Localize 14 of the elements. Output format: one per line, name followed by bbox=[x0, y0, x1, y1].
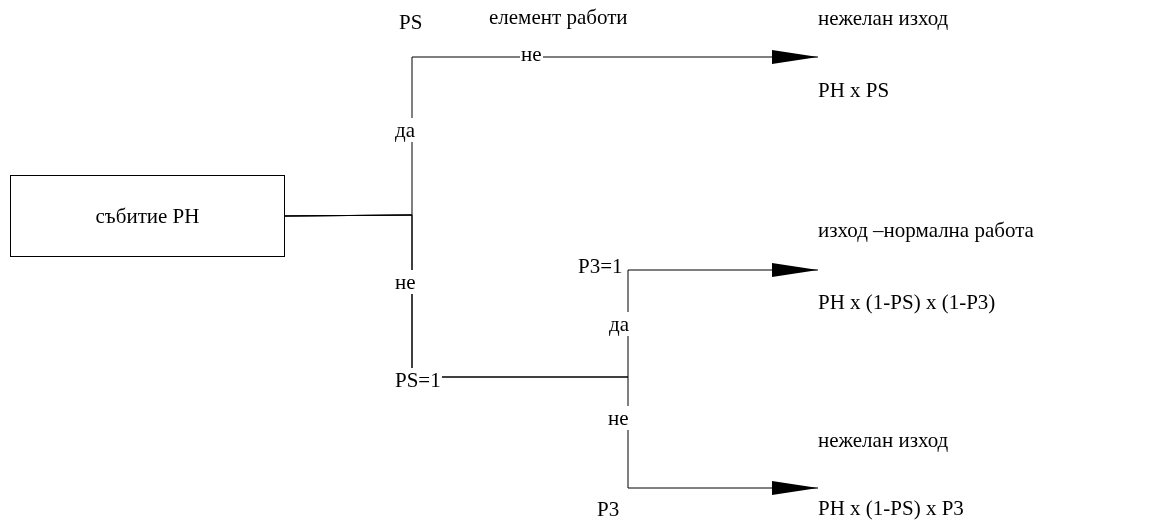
outcome-label: нежелан изход bbox=[818, 428, 949, 452]
probability-formula: PH x (1-PS) x (1-P3) bbox=[818, 290, 996, 314]
probability-formula: PH x PS bbox=[818, 78, 890, 102]
answer-label: да bbox=[608, 312, 630, 336]
event-label: събитие PH bbox=[95, 204, 200, 228]
answer-label: не bbox=[607, 406, 630, 430]
arrow bbox=[284, 214, 819, 495]
outcome-label: изход –нормална работа bbox=[818, 218, 1034, 242]
answer-label: да bbox=[394, 118, 416, 142]
probability-formula: PH x (1-PS) x P3 bbox=[818, 496, 964, 520]
answer-label: не bbox=[394, 270, 417, 294]
event-box bbox=[10, 175, 285, 257]
outcome-label: нежелан изход bbox=[818, 6, 949, 30]
branch-label: елемент работи bbox=[488, 5, 629, 29]
